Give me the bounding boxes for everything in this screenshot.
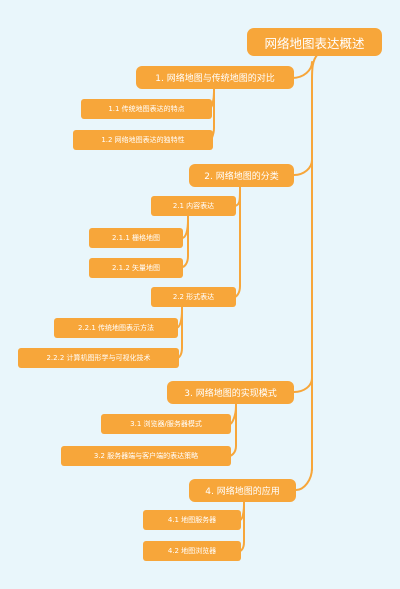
section-2-1-2-node[interactable]: 2.1.2 矢量地图 bbox=[89, 258, 183, 278]
section-1-node[interactable]: 1. 网络地图与传统地图的对比 bbox=[136, 66, 294, 89]
section-2-2-2-node[interactable]: 2.2.2 计算机图形学与可视化技术 bbox=[18, 348, 179, 368]
section-4-node[interactable]: 4. 网络地图的应用 bbox=[189, 479, 296, 502]
section-3-node[interactable]: 3. 网络地图的实现模式 bbox=[167, 381, 294, 404]
section-4-2-node[interactable]: 4.2 地图浏览器 bbox=[143, 541, 241, 561]
section-2-1-node[interactable]: 2.1 内容表达 bbox=[151, 196, 236, 216]
section-2-1-1-node[interactable]: 2.1.1 栅格地图 bbox=[89, 228, 183, 248]
section-3-1-node[interactable]: 3.1 浏览器/服务器模式 bbox=[101, 414, 231, 434]
section-2-2-node[interactable]: 2.2 形式表达 bbox=[151, 287, 236, 307]
section-2-2-1-node[interactable]: 2.2.1 传统地图表示方法 bbox=[54, 318, 178, 338]
section-1-2-node[interactable]: 1.2 网络地图表达的独特性 bbox=[73, 130, 213, 150]
section-3-2-node[interactable]: 3.2 服务器端与客户端的表达策略 bbox=[61, 446, 231, 466]
mindmap-root[interactable]: 网络地图表达概述 bbox=[247, 28, 382, 56]
section-2-node[interactable]: 2. 网络地图的分类 bbox=[189, 164, 294, 187]
section-1-1-node[interactable]: 1.1 传统地图表达的特点 bbox=[81, 99, 212, 119]
section-4-1-node[interactable]: 4.1 地图服务器 bbox=[143, 510, 241, 530]
